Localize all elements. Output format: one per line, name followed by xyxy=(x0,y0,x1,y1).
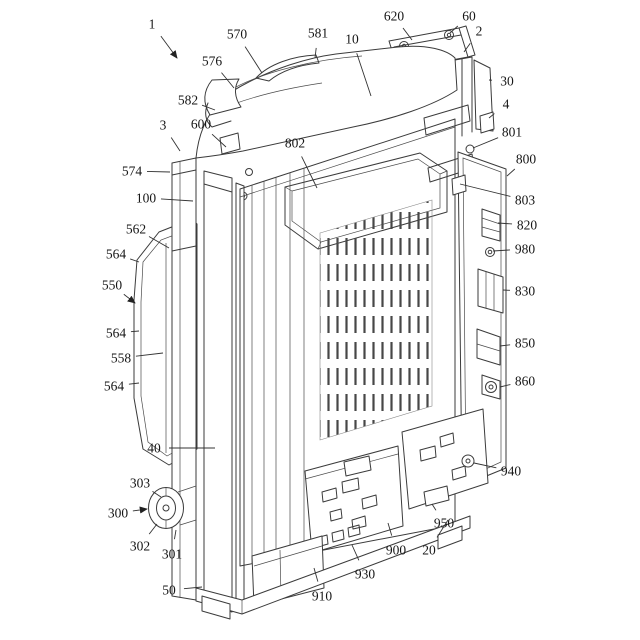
leader-line xyxy=(135,352,164,357)
ref-label-576: 576 xyxy=(202,54,223,69)
ref-label-40: 40 xyxy=(147,441,161,456)
leader-line xyxy=(146,170,171,173)
leader-line xyxy=(130,330,140,333)
vent-grille xyxy=(319,199,433,441)
ref-label-20: 20 xyxy=(422,543,436,558)
ref-label-564: 564 xyxy=(106,326,127,341)
ref-label-570: 570 xyxy=(227,27,248,42)
leader-line xyxy=(174,529,177,540)
top-cover xyxy=(195,45,458,201)
ref-label-800: 800 xyxy=(516,152,537,167)
leader-line xyxy=(472,137,499,149)
ref-label-950: 950 xyxy=(434,516,455,531)
ref-label-900: 900 xyxy=(386,543,407,558)
leader-line xyxy=(148,236,170,249)
leader-line xyxy=(128,382,140,385)
leader-line xyxy=(201,104,216,111)
leader-line xyxy=(314,47,317,59)
leader-line xyxy=(459,183,511,197)
leader-line xyxy=(402,27,413,41)
leader-line xyxy=(183,586,203,590)
ref-label-581: 581 xyxy=(308,26,328,41)
ref-label-300: 300 xyxy=(108,506,129,521)
leader-line xyxy=(221,72,235,89)
leader-line xyxy=(473,462,497,469)
ref-label-60: 60 xyxy=(462,9,476,24)
leader-line xyxy=(313,567,319,582)
ref-label-803: 803 xyxy=(515,193,536,208)
ref-label-564: 564 xyxy=(106,247,127,262)
leader-line xyxy=(301,156,318,189)
ref-label-301: 301 xyxy=(162,547,182,562)
leader-line xyxy=(123,293,136,304)
hatched-strip xyxy=(203,170,245,613)
ref-label-2: 2 xyxy=(476,24,483,39)
leader-line xyxy=(152,490,162,498)
ref-label-802: 802 xyxy=(285,136,305,151)
leader-line xyxy=(436,519,449,538)
leader-line xyxy=(244,46,263,74)
ref-label-980: 980 xyxy=(515,242,536,257)
leader-line xyxy=(499,384,511,388)
roller-wheel xyxy=(148,485,197,529)
leader-line xyxy=(463,42,471,53)
leader-line xyxy=(160,198,194,202)
ref-label-830: 830 xyxy=(515,284,536,299)
ref-label-910: 910 xyxy=(312,589,333,604)
ref-label-3: 3 xyxy=(160,118,167,133)
ref-label-558: 558 xyxy=(111,351,132,366)
ref-label-100: 100 xyxy=(136,191,157,206)
leader-line xyxy=(132,506,148,514)
leader-line xyxy=(130,258,140,263)
ref-label-302: 302 xyxy=(130,539,150,554)
right-plate xyxy=(451,151,507,487)
leader-line xyxy=(148,523,158,535)
ref-label-30: 30 xyxy=(500,74,514,89)
ref-label-582: 582 xyxy=(178,93,198,108)
ref-label-820: 820 xyxy=(517,218,538,233)
leader-line xyxy=(211,133,227,148)
circuit-boards xyxy=(251,408,489,607)
ref-label-620: 620 xyxy=(384,9,405,24)
leader-line xyxy=(387,522,393,536)
ref-label-1: 1 xyxy=(149,17,156,32)
ref-label-10: 10 xyxy=(345,32,359,47)
ref-label-564: 564 xyxy=(104,379,125,394)
leader-line xyxy=(431,503,437,511)
leader-line xyxy=(492,249,511,252)
leader-line xyxy=(488,113,495,119)
ref-label-550: 550 xyxy=(102,278,123,293)
ref-label-600: 600 xyxy=(191,117,212,132)
leader-line xyxy=(170,137,181,152)
ref-label-303: 303 xyxy=(130,476,151,491)
ref-label-4: 4 xyxy=(503,97,510,112)
ref-label-801: 801 xyxy=(502,125,522,140)
leader-line xyxy=(160,35,178,59)
ref-label-574: 574 xyxy=(122,164,143,179)
leader-line xyxy=(449,25,459,34)
leader-line xyxy=(506,168,516,177)
leader-line xyxy=(351,544,360,561)
ref-label-850: 850 xyxy=(515,336,536,351)
leader-line xyxy=(497,222,513,225)
right-upper-frame xyxy=(454,56,495,154)
ref-label-50: 50 xyxy=(162,583,176,598)
ref-label-940: 940 xyxy=(501,464,522,479)
ref-label-930: 930 xyxy=(355,567,376,582)
leader-line xyxy=(499,344,511,347)
inner-tray xyxy=(284,104,475,250)
ref-label-562: 562 xyxy=(126,222,146,237)
ref-label-860: 860 xyxy=(515,374,536,389)
left-column xyxy=(171,157,197,601)
base-rail xyxy=(195,515,471,620)
leader-line xyxy=(356,53,372,97)
